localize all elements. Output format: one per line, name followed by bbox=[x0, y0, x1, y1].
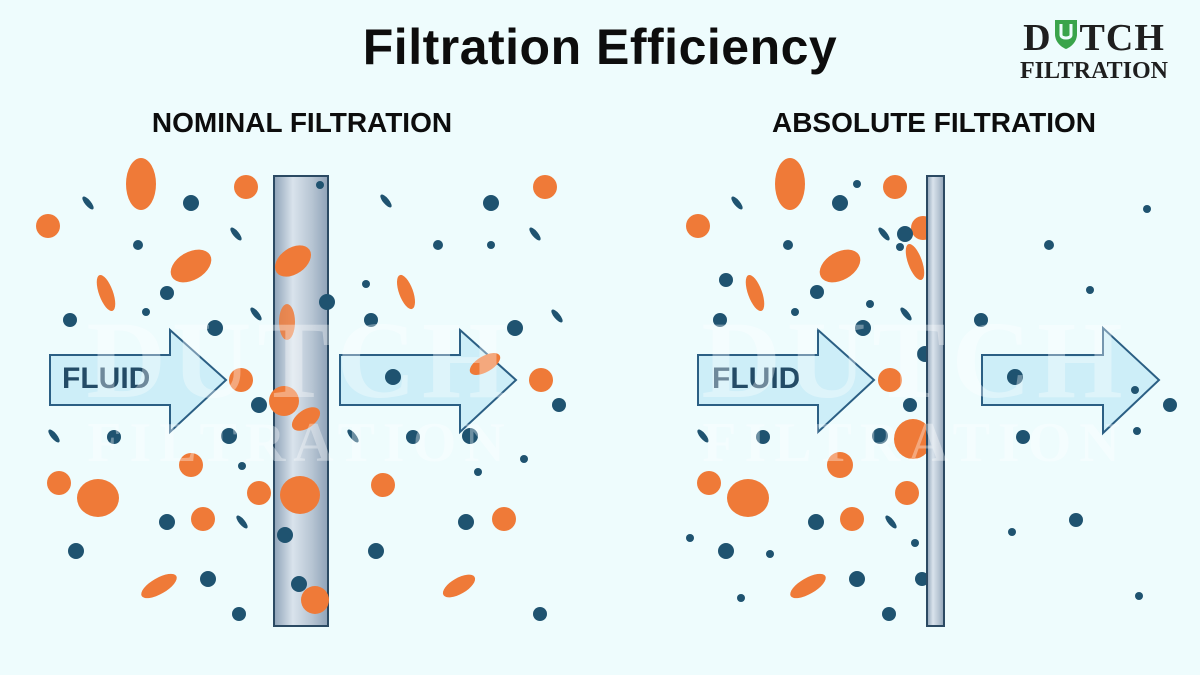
fluid-label-right: FLUID bbox=[712, 362, 801, 395]
fluid-arrow-in-left bbox=[49, 327, 228, 435]
logo-subtitle: FILTRATION bbox=[1019, 58, 1169, 84]
watermark-left: DUTCH FILTRATION bbox=[86, 299, 514, 474]
watermark-right: DUTCH FILTRATION bbox=[701, 299, 1129, 474]
fluid-arrow-out-left bbox=[339, 327, 518, 435]
fluid-arrow-in-right bbox=[697, 327, 876, 435]
nominal-downstream-particles bbox=[347, 175, 566, 621]
logo-letters-tch: TCH bbox=[1079, 17, 1165, 59]
nominal-panel bbox=[36, 158, 566, 627]
logo-letter-d: D bbox=[1023, 17, 1052, 59]
absolute-downstream-particles bbox=[974, 205, 1177, 600]
shield-u-icon bbox=[1053, 18, 1079, 57]
fluid-arrow-out-right bbox=[981, 325, 1161, 436]
absolute-panel bbox=[686, 158, 1177, 627]
absolute-filter-media bbox=[926, 175, 945, 627]
nominal-filtration-title: NOMINAL FILTRATION bbox=[151, 107, 453, 138]
fluid-label-left: FLUID bbox=[62, 362, 151, 395]
absolute-filtration-title: ABSOLUTE FILTRATION bbox=[771, 107, 1097, 138]
page-title: Filtration Efficiency bbox=[362, 19, 838, 75]
nominal-upstream-particles bbox=[36, 158, 271, 621]
particles-in-filter bbox=[269, 181, 335, 614]
brand-logo: D TCH FILTRATION bbox=[1014, 18, 1174, 83]
